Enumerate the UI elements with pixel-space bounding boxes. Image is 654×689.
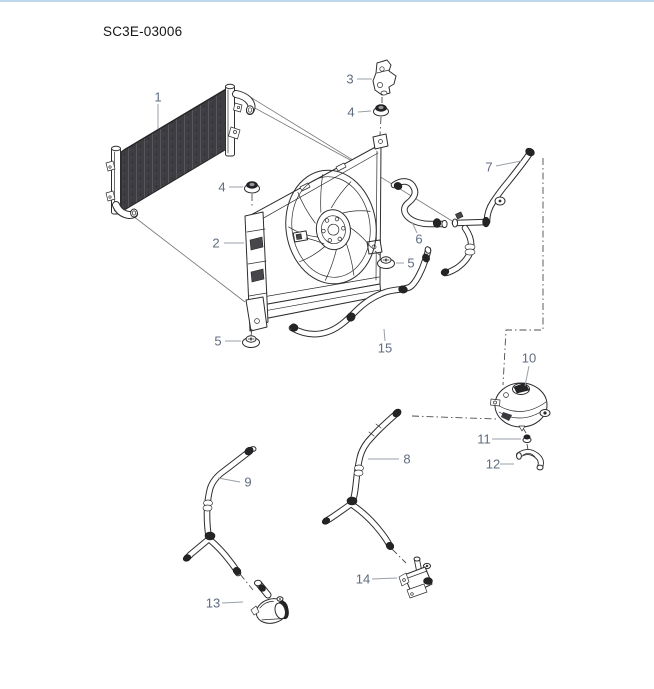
shroud-mount-grommet-part-5-right xyxy=(377,256,395,269)
radiator-mount-grommet-part-4-left xyxy=(244,181,260,194)
callout-5-right-number[interactable]: 5 xyxy=(407,255,414,270)
callout-11[interactable]: 11 xyxy=(477,431,521,446)
hose-part-6 xyxy=(390,178,448,229)
callout-9-number[interactable]: 9 xyxy=(244,474,251,489)
diagram-code-title: SC3E-03006 xyxy=(103,24,183,39)
callout-8[interactable]: 8 xyxy=(368,451,411,466)
water-valve-part-14 xyxy=(398,556,433,599)
upper-hose-part-7 xyxy=(440,147,535,277)
mounting-bracket-part-3 xyxy=(372,59,397,96)
callout-5-bottom-number[interactable]: 5 xyxy=(214,333,221,348)
callout-3-number[interactable]: 3 xyxy=(346,71,353,86)
callout-7[interactable]: 7 xyxy=(485,159,522,174)
callout-8-number[interactable]: 8 xyxy=(403,451,410,466)
callout-2-number[interactable]: 2 xyxy=(212,235,219,250)
callout-15-number[interactable]: 15 xyxy=(378,340,392,355)
shroud-mount-grommet-part-5-bottom xyxy=(242,335,260,348)
callout-10[interactable]: 10 xyxy=(522,350,536,387)
callout-3[interactable]: 3 xyxy=(346,71,372,86)
branch-hose-part-9 xyxy=(182,446,257,577)
callout-5-right[interactable]: 5 xyxy=(396,255,415,270)
water-pump-part-13 xyxy=(250,579,289,624)
callout-1-number[interactable]: 1 xyxy=(154,89,161,104)
callout-6[interactable]: 6 xyxy=(411,221,423,246)
callout-12[interactable]: 12 xyxy=(486,456,514,471)
callout-12-number[interactable]: 12 xyxy=(486,456,500,471)
callout-1[interactable]: 1 xyxy=(154,89,162,129)
radiator-part-1 xyxy=(105,83,256,219)
branch-hose-part-8 xyxy=(321,408,402,551)
radiator-mount-grommet-part-4-top xyxy=(373,104,389,117)
fan-shroud-part-2 xyxy=(244,133,389,332)
callout-4-top[interactable]: 4 xyxy=(347,104,372,119)
lower-hose-part-15 xyxy=(288,246,432,338)
callout-10-number[interactable]: 10 xyxy=(522,350,536,365)
callout-15[interactable]: 15 xyxy=(378,328,392,355)
callout-4-top-number[interactable]: 4 xyxy=(347,104,354,119)
callout-14-number[interactable]: 14 xyxy=(356,571,370,586)
callout-5-bottom[interactable]: 5 xyxy=(214,333,241,348)
locator-dash-dot-lines xyxy=(239,97,544,591)
callout-4-left-number[interactable]: 4 xyxy=(218,179,225,194)
callout-11-number[interactable]: 11 xyxy=(477,431,491,446)
callout-9[interactable]: 9 xyxy=(217,474,252,489)
callout-2[interactable]: 2 xyxy=(212,235,244,250)
reservoir-bracket-part-12 xyxy=(516,449,544,471)
callout-4-left[interactable]: 4 xyxy=(218,179,243,194)
callout-13[interactable]: 13 xyxy=(206,595,244,610)
callout-6-number[interactable]: 6 xyxy=(415,231,422,246)
callout-13-number[interactable]: 13 xyxy=(206,595,220,610)
callout-14[interactable]: 14 xyxy=(356,571,398,586)
callout-7-number[interactable]: 7 xyxy=(485,159,492,174)
reservoir-tank-part-10 xyxy=(490,382,551,432)
reservoir-mount-pin-part-11 xyxy=(522,434,532,444)
page-top-border xyxy=(0,0,654,2)
